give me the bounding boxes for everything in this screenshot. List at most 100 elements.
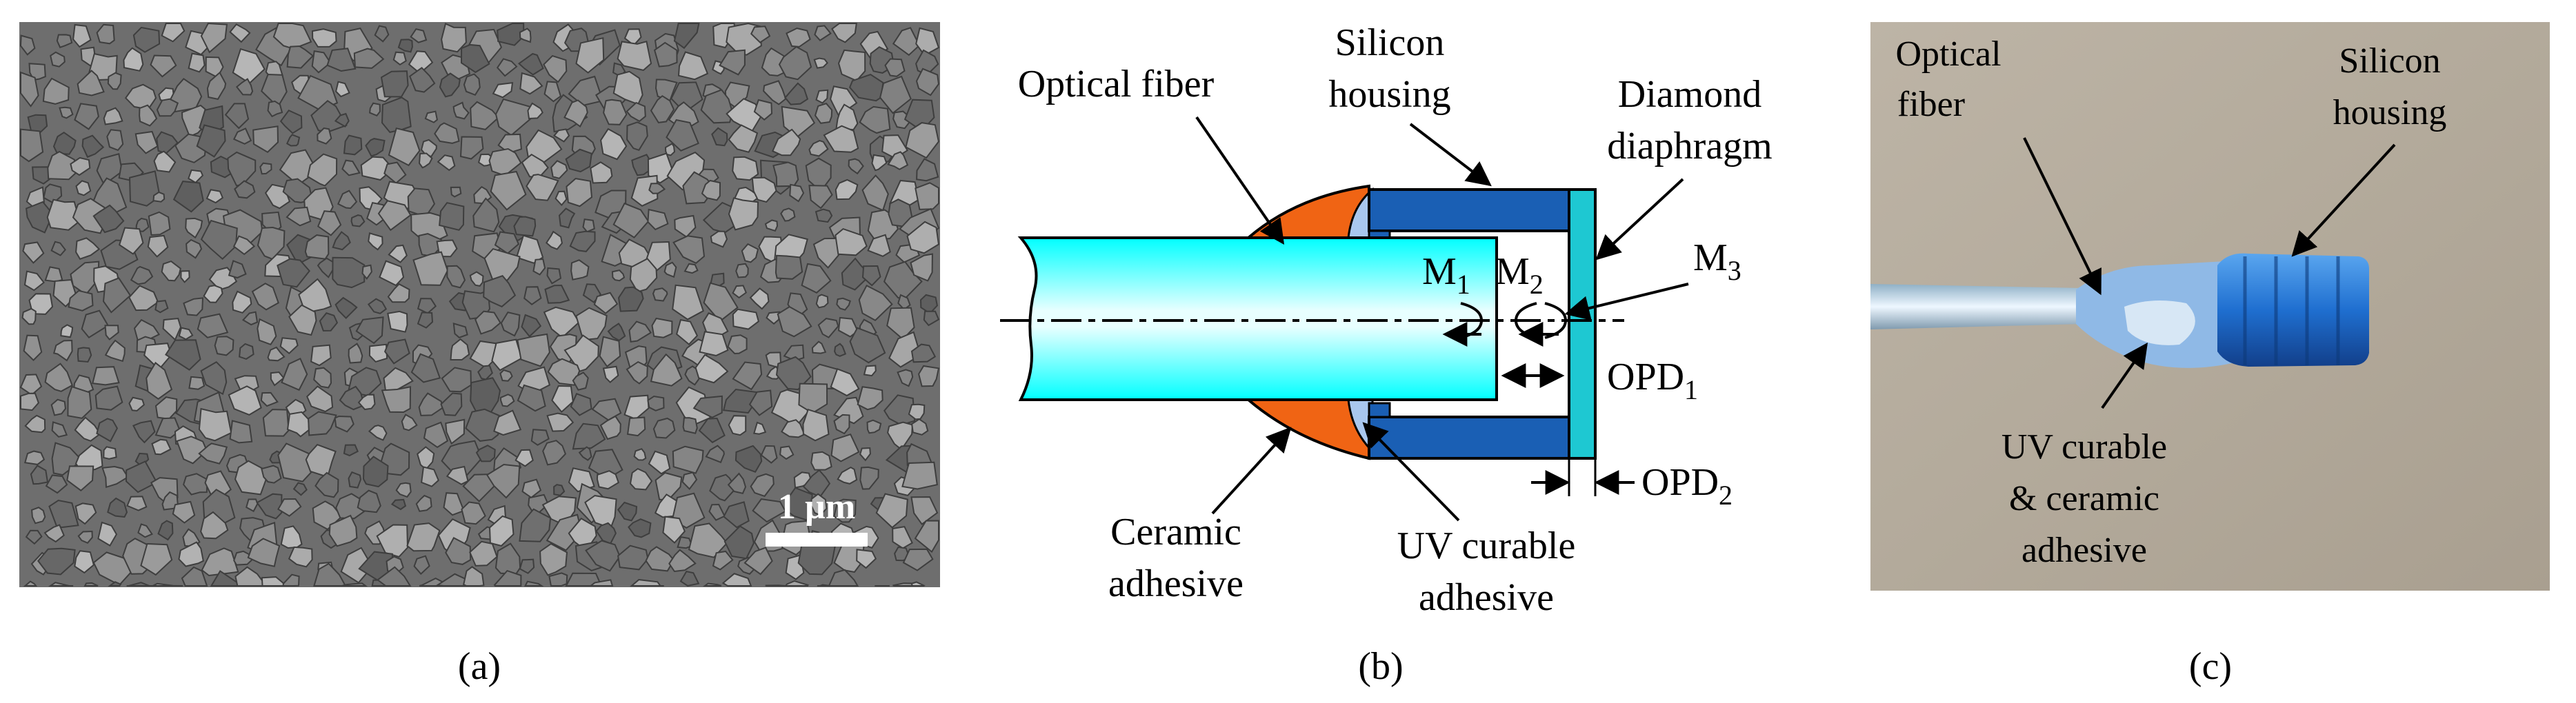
sem-grain <box>415 494 432 512</box>
leader-silicon-housing <box>1409 123 1492 187</box>
sem-grain <box>499 369 513 382</box>
sem-grain <box>728 124 759 153</box>
sem-grain <box>376 524 409 558</box>
label-silicon-housing-2: housing <box>1328 73 1450 116</box>
sem-grain <box>108 581 122 587</box>
sem-grain <box>708 503 726 521</box>
photo-leader-adhesive <box>2101 343 2148 409</box>
sem-grain <box>547 358 581 386</box>
sem-grain <box>259 162 272 175</box>
sem-grain <box>727 334 748 355</box>
sem-grain <box>494 231 520 255</box>
sem-grain <box>859 447 871 462</box>
sem-grain <box>103 107 123 125</box>
caption-b: (b) <box>1358 645 1403 688</box>
leader-uv <box>1362 422 1460 522</box>
sem-grain <box>267 100 283 118</box>
sem-grain <box>663 261 677 278</box>
sem-grain <box>472 197 500 233</box>
sem-grain <box>77 70 105 96</box>
label-m2: M2 <box>1495 250 1544 300</box>
sem-grain <box>200 360 228 396</box>
sem-grain <box>246 498 259 513</box>
sem-grain <box>48 582 74 587</box>
sem-grain <box>517 333 550 367</box>
panel-b: Optical fiber Silicon housing Diamond di… <box>1000 21 1773 688</box>
sem-grain <box>421 466 440 487</box>
sem-grain <box>648 450 671 475</box>
sem-grain <box>234 180 256 199</box>
sem-grain <box>752 498 787 523</box>
sem-grain <box>282 178 313 203</box>
sem-grain <box>452 323 468 338</box>
sem-grain <box>101 465 129 489</box>
sem-grain <box>128 285 159 312</box>
optical-fiber <box>1017 236 1498 401</box>
sem-grain <box>107 497 128 518</box>
sem-grain <box>521 314 542 338</box>
housing-left-bottom <box>1368 402 1391 418</box>
sem-grain <box>802 408 830 442</box>
photo-label-housing-2: housing <box>2333 93 2447 132</box>
sem-grain <box>823 125 859 153</box>
sem-grain <box>801 263 832 294</box>
sem-grain <box>593 292 619 314</box>
sem-grain <box>52 339 73 362</box>
sem-grain <box>602 365 619 383</box>
sem-grain <box>830 433 860 462</box>
label-optical-fiber: Optical fiber <box>1018 63 1215 105</box>
sem-grain <box>392 51 407 66</box>
label-silicon-housing-1: Silicon <box>1335 21 1445 64</box>
sem-grain <box>387 283 410 303</box>
sem-grain <box>700 89 734 124</box>
sem-grain <box>741 243 759 263</box>
sem-grain <box>596 470 620 490</box>
sem-grain <box>662 516 686 544</box>
sem-grain <box>232 128 252 145</box>
sem-grain <box>858 284 893 322</box>
sem-grain <box>161 491 179 511</box>
sem-grain <box>884 58 906 77</box>
sem-grain <box>353 48 385 69</box>
sem-grain <box>834 343 847 357</box>
label-ceramic-1: Ceramic <box>1110 511 1241 553</box>
sem-grain <box>165 339 201 371</box>
sem-grain <box>695 354 729 384</box>
sem-grain <box>813 57 828 69</box>
sem-grain <box>539 542 568 576</box>
sem-grain <box>570 393 592 416</box>
sem-grain <box>417 312 434 329</box>
sem-grain <box>777 305 812 338</box>
sem-grain <box>30 465 49 485</box>
sem-grain <box>753 421 767 435</box>
sem-grain <box>367 298 388 314</box>
sem-grain <box>178 327 194 340</box>
sem-grain <box>617 286 644 312</box>
sem-grain <box>139 104 158 127</box>
sem-grain <box>443 492 465 516</box>
sem-grain <box>196 124 226 158</box>
diamond-diaphragm <box>1568 188 1597 460</box>
sem-grain <box>257 226 286 260</box>
sem-grain <box>772 161 799 187</box>
sem-grain <box>270 371 285 387</box>
sem-grain <box>20 392 40 411</box>
sem-grain <box>43 524 65 543</box>
sem-grain <box>298 278 332 314</box>
sem-grain <box>74 550 95 574</box>
sem-grain <box>51 421 68 438</box>
sem-grain <box>74 502 97 525</box>
sem-grain <box>808 185 833 210</box>
sem-grain <box>150 54 177 78</box>
sem-grain <box>445 418 466 445</box>
sem-grain <box>446 265 466 289</box>
sem-grain <box>228 385 262 416</box>
sem-grain <box>172 181 204 213</box>
sem-grain <box>96 23 115 45</box>
sem-grain <box>652 287 668 302</box>
photo-leader-housing <box>2291 143 2396 257</box>
sem-grain <box>357 394 376 411</box>
sem-grain <box>313 562 347 587</box>
sem-grain <box>135 217 150 232</box>
